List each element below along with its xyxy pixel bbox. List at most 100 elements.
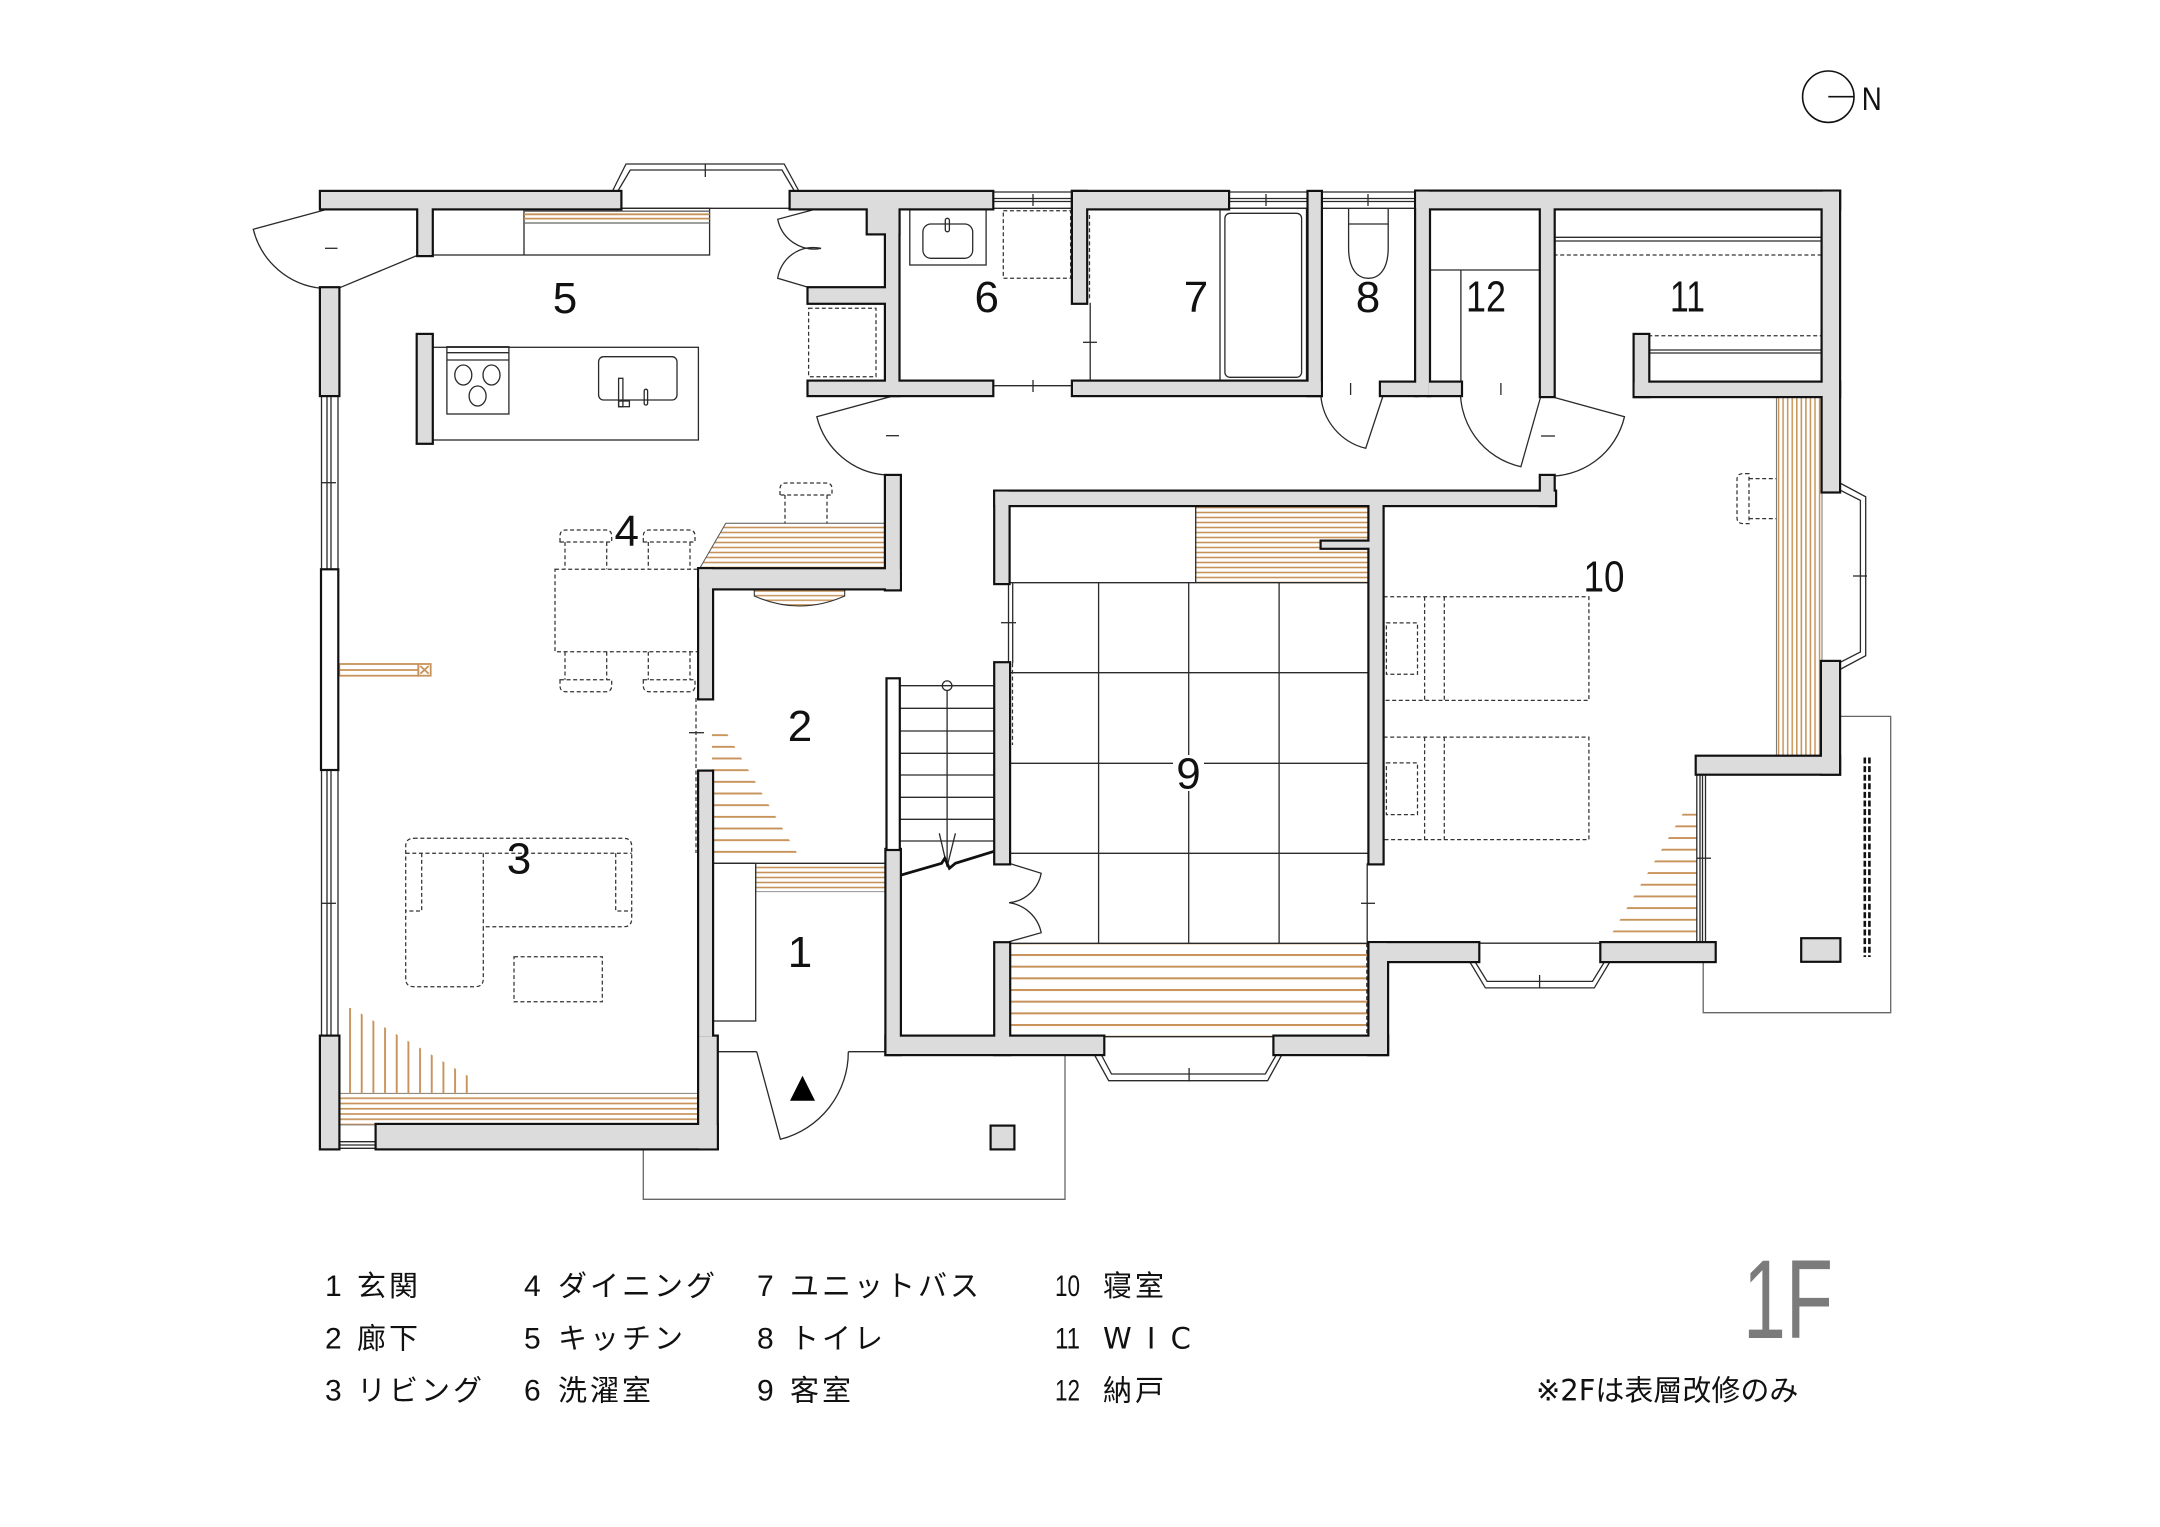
sofa <box>405 837 633 988</box>
kitchen-island <box>431 346 700 441</box>
legend: 1 玄関 2 廊下 3 リビング 4 ダイニング 5 キッチン 6 洗濯室 7 … <box>325 1269 1194 1408</box>
legend-number: 3 <box>325 1375 342 1408</box>
window-laundry <box>992 191 1073 209</box>
glass-wall-panel <box>319 568 340 772</box>
legend-number: 10 <box>1055 1270 1080 1303</box>
toilet-tank <box>1347 208 1389 225</box>
room-label-laundry: 6 <box>974 273 998 322</box>
legend-name: ダイニング <box>558 1269 718 1303</box>
door-kitchen-corridor <box>816 396 899 476</box>
legend-name: 洗濯室 <box>558 1374 654 1408</box>
dining-table <box>554 568 699 653</box>
bed <box>1382 596 1590 702</box>
window-toilet <box>1320 191 1417 209</box>
bedside-table <box>1385 622 1419 675</box>
north-arrow-icon <box>1801 70 1855 124</box>
dining-counter-wood <box>698 522 887 570</box>
chair-back <box>642 679 696 693</box>
legend-name: 寝室 <box>1103 1269 1167 1303</box>
legend-number: 4 <box>524 1270 541 1303</box>
guest-engawa-wood <box>1009 943 1370 1037</box>
sliding-door-guest-corridor <box>1001 583 1016 745</box>
washbasin-faucet-icon <box>944 217 951 233</box>
compass-label: N <box>1862 81 1882 117</box>
bedroom-desk-wood <box>1775 395 1823 758</box>
toilet-bowl <box>1347 224 1389 279</box>
door-toilet <box>1320 383 1384 450</box>
hall-wood-triangle <box>712 733 797 853</box>
room-label-entrance: 1 <box>788 928 812 977</box>
legend-name: 廊下 <box>357 1322 421 1356</box>
legend-column-2: 4 ダイニング 5 キッチン 6 洗濯室 <box>524 1269 718 1408</box>
legend-number: 5 <box>524 1323 541 1356</box>
door-swing <box>252 208 328 289</box>
stair-stringer <box>885 677 901 852</box>
chair-sides <box>647 651 691 680</box>
room-label-toilet: 8 <box>1356 273 1380 322</box>
chair-sides <box>564 651 608 680</box>
burner-icon <box>482 364 501 386</box>
faucet-base <box>617 400 631 408</box>
legend-name: リビング <box>357 1374 485 1408</box>
washbasin-counter <box>909 207 987 266</box>
legend-number: 2 <box>325 1323 342 1356</box>
stair-start-circle-icon <box>941 680 953 692</box>
legend-name: 客室 <box>790 1374 854 1408</box>
bay-inner <box>616 169 796 193</box>
coffee-table <box>513 956 603 1003</box>
terrace-outline <box>1702 715 1892 1014</box>
washbasin-bowl <box>922 223 974 259</box>
island-counter <box>431 346 700 441</box>
door-bedroom <box>1541 396 1626 477</box>
bay-window-bedroom-south <box>1468 942 1611 989</box>
legend-name: W I C <box>1103 1322 1194 1356</box>
bed-frame <box>1382 596 1590 702</box>
chair-back <box>779 482 833 496</box>
door-swing <box>1544 396 1626 477</box>
bay-inner <box>1100 1053 1278 1075</box>
legend-number: 12 <box>1055 1375 1080 1408</box>
bed-headboard-lines <box>1423 596 1445 701</box>
legend-number: 7 <box>757 1270 774 1303</box>
chair-back <box>642 529 696 543</box>
legend-column-3: 7 ユニットバス 8 トイレ 9 客室 <box>757 1269 982 1408</box>
chair-sides <box>784 495 828 524</box>
window-terrace <box>1696 773 1711 961</box>
bay-window-bedroom-side <box>1838 481 1867 671</box>
bay-outer <box>1093 1053 1283 1082</box>
bed-headboard-lines <box>1423 737 1445 840</box>
walls <box>321 192 1839 1149</box>
stair-arrow-icon <box>938 833 957 867</box>
tv-board-x-icon <box>419 665 430 675</box>
legend-column-1: 1 玄関 2 廊下 3 リビング <box>325 1269 485 1408</box>
cooktop <box>446 346 510 415</box>
tv-board-box <box>417 663 432 677</box>
floor-label: 1F <box>1743 1237 1833 1362</box>
room-label-bedroom: 10 <box>1584 553 1625 602</box>
dining-chair <box>559 529 613 570</box>
dining-chair <box>642 529 696 570</box>
back-counter-outline <box>431 207 711 256</box>
legend-name: ユニットバス <box>790 1269 982 1303</box>
legend-name: 玄関 <box>357 1269 421 1303</box>
dining-chair <box>642 651 696 693</box>
chair-sides <box>1749 477 1777 520</box>
room-label-guest: 9 <box>1176 749 1200 798</box>
compass: N <box>1801 70 1882 124</box>
room-label-hallway: 2 <box>788 702 812 751</box>
entrance-fixtures <box>711 862 887 1101</box>
sliding-door-laundry-bath <box>1083 215 1097 382</box>
kitchen-sink <box>597 356 678 401</box>
chair-back <box>559 529 613 543</box>
storage-shelves <box>1428 269 1541 383</box>
chair-sides <box>564 542 608 570</box>
room-label-storage: 12 <box>1466 273 1506 322</box>
legend-number: 8 <box>757 1323 774 1356</box>
tv-board <box>338 663 432 677</box>
legend-number: 1 <box>325 1270 342 1303</box>
dining-chair <box>559 651 613 693</box>
room-label-wic: 11 <box>1670 273 1705 322</box>
door-storage <box>1459 382 1542 468</box>
porch-outline <box>642 1054 1066 1200</box>
label-backdrop <box>1173 755 1204 791</box>
